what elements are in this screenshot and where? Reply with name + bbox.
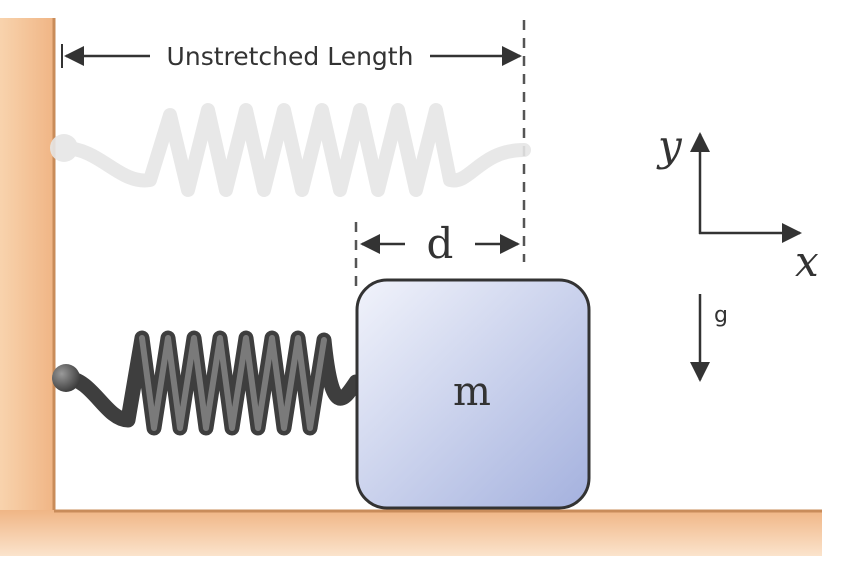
y-axis-label: y [656, 121, 683, 170]
faded-spring-coil [57, 103, 531, 197]
x-axis-label: x [795, 237, 819, 286]
ground-wall [0, 18, 822, 556]
faded-spring [50, 103, 531, 197]
coordinate-axes: y x [656, 121, 819, 286]
unstretched-length-label: Unstretched Length [167, 42, 414, 71]
compressed-spring [52, 330, 364, 436]
spring-coil-highlight [139, 335, 327, 431]
displacement-dimension: d [354, 219, 520, 290]
wall [0, 18, 54, 518]
mass-block: m [355, 278, 591, 510]
unstretched-length-dimension: Unstretched Length [61, 42, 522, 71]
mass-block-body [355, 278, 591, 510]
floor [0, 510, 822, 556]
mass-label: m [453, 369, 491, 415]
displacement-label: d [427, 219, 454, 268]
gravity-label: g [714, 303, 728, 328]
spring-knob [52, 364, 80, 392]
gravity-indicator: g [690, 294, 728, 382]
